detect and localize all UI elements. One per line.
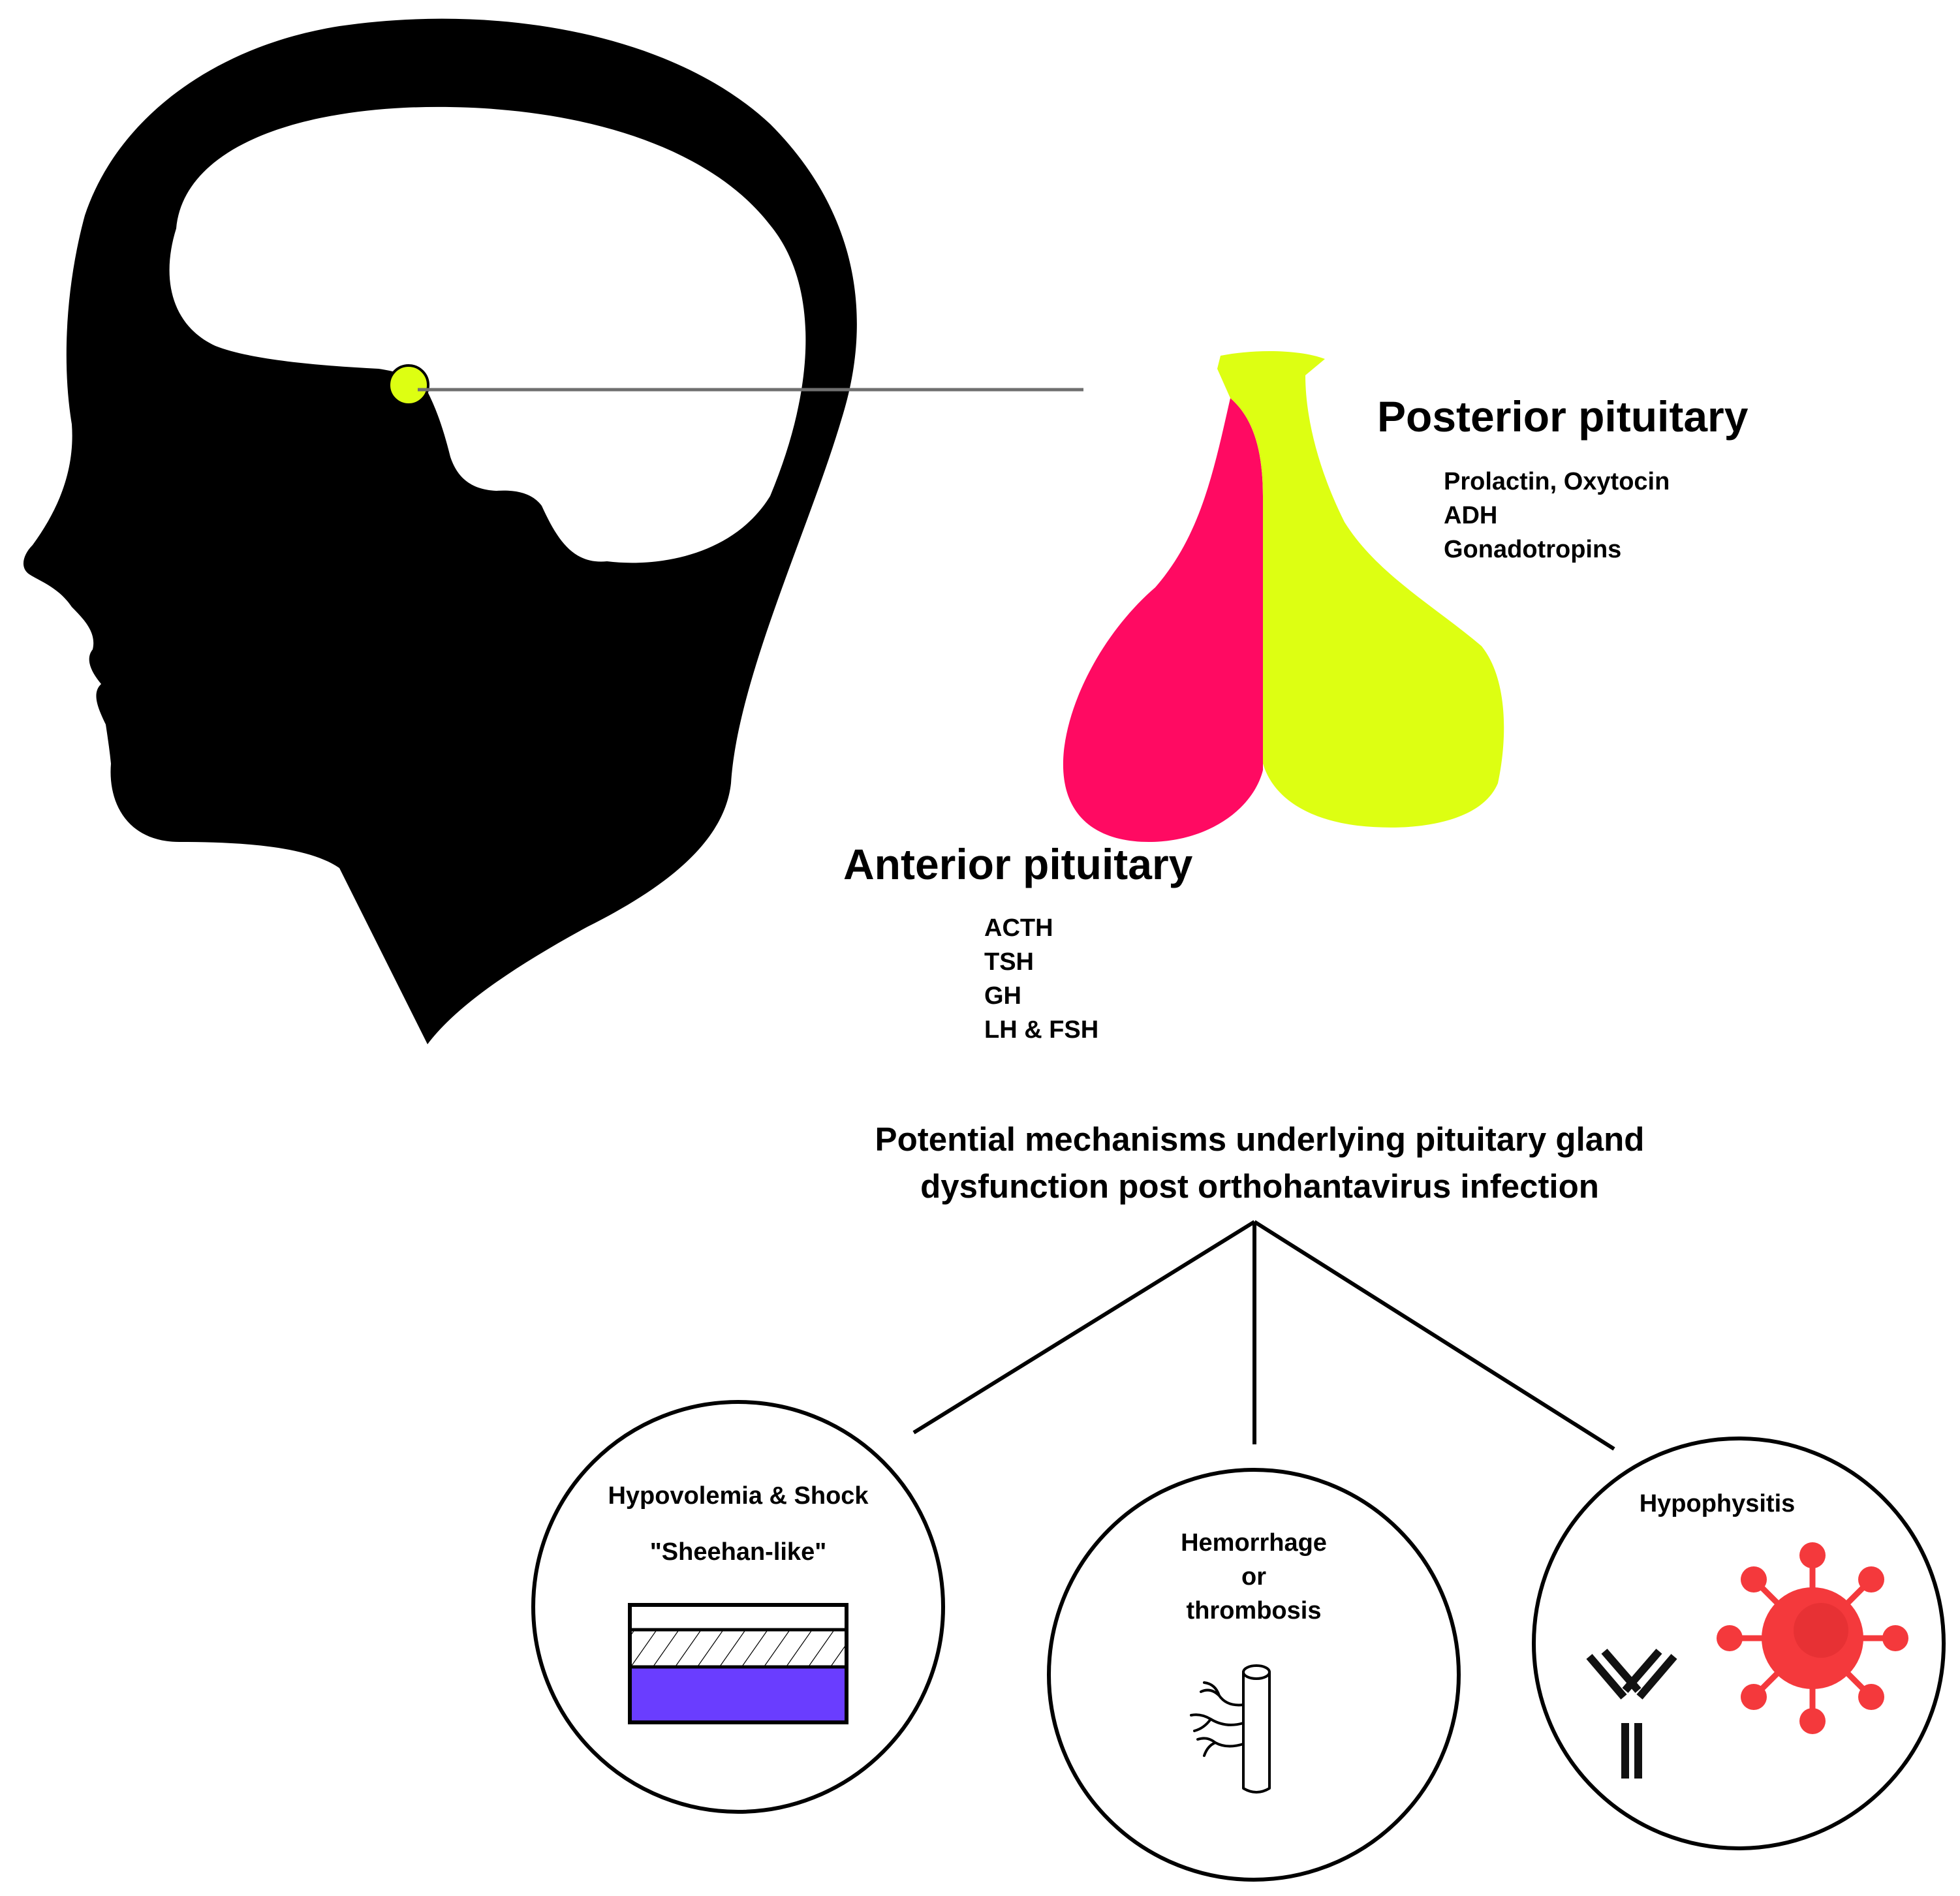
posterior-pituitary-title: Posterior pituitary (1377, 392, 1749, 441)
mechanisms-title: Potential mechanisms underlying pituitar… (757, 1116, 1762, 1210)
posterior-lobe (1217, 351, 1504, 828)
mechanism-1-line-1: Hypovolemia & Shock (608, 1482, 869, 1510)
mechanism-label-3: Hypophysitis (1521, 1487, 1913, 1521)
mechanism-2-line-2: or (1241, 1563, 1266, 1591)
brain-outline (169, 106, 806, 563)
antibody-icon (1586, 1649, 1677, 1779)
pituitary-marker (388, 364, 429, 406)
mechanism-label-2: Hemorrhage or thrombosis (1058, 1526, 1450, 1628)
posterior-hormone-list: Prolactin, Oxytocin ADH Gonadotropins (1444, 465, 1670, 567)
anterior-pituitary-title: Anterior pituitary (843, 840, 1193, 888)
branch-line-left (912, 1220, 1256, 1435)
anterior-lobe (1063, 398, 1263, 842)
posterior-hormone-2: ADH (1444, 502, 1498, 529)
anterior-hormone-1: ACTH (984, 914, 1053, 942)
mechanism-label-1: Hypovolemia & Shock "Sheehan-like" (542, 1479, 934, 1569)
mechanisms-title-line-1: Potential mechanisms underlying pituitar… (875, 1121, 1645, 1158)
branch-line-right (1253, 1220, 1615, 1451)
mechanism-3-line-1: Hypophysitis (1639, 1490, 1796, 1517)
posterior-hormone-3: Gonadotropins (1444, 536, 1622, 563)
virus-icon (1717, 1542, 1908, 1734)
blood-vessel-icon (1190, 1664, 1271, 1794)
mechanisms-title-line-2: dysfunction post orthohantavirus infecti… (920, 1168, 1599, 1205)
anterior-hormone-2: TSH (984, 948, 1034, 976)
anterior-hormone-3: GH (984, 982, 1021, 1010)
anterior-hormone-list: ACTH TSH GH LH & FSH (984, 911, 1098, 1047)
mechanism-2-line-1: Hemorrhage (1181, 1529, 1327, 1557)
posterior-hormone-1: Prolactin, Oxytocin (1444, 468, 1670, 495)
mechanism-2-line-3: thrombosis (1186, 1597, 1322, 1624)
mechanism-1-line-2: "Sheehan-like" (649, 1538, 827, 1566)
anterior-hormone-4: LH & FSH (984, 1016, 1099, 1044)
blood-volume-icon (628, 1603, 848, 1724)
